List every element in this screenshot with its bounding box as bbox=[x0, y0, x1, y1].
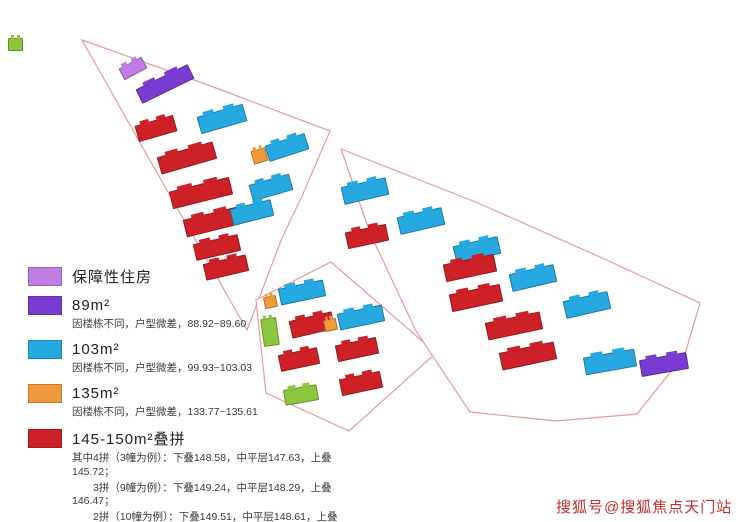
building-blue103 bbox=[508, 264, 558, 292]
building-purple89 bbox=[638, 351, 690, 378]
building-blue103 bbox=[582, 348, 638, 376]
legend-row: 保障性住房 bbox=[28, 266, 368, 287]
building-red145 bbox=[442, 253, 498, 283]
legend-note: 因楼栋不同，户型微差，88.92~89.60 bbox=[72, 318, 247, 330]
legend-note: 2拼（10幢为例）：下叠149.51，中平层148.61，上叠146.73； bbox=[92, 510, 338, 522]
legend-label: 89m² bbox=[72, 297, 111, 314]
legend: 保障性住房 89m² 因楼栋不同，户型微差，88.92~89.60 103m² 因楼栋不… bbox=[28, 266, 368, 522]
legend-item-purple89: 89m² 因楼栋不同，户型微差，88.92~89.60 bbox=[28, 296, 368, 331]
building-red145 bbox=[156, 141, 218, 175]
legend-note: 其中4拼（3幢为例）：下叠148.58，中平层147.63，上叠145.72； bbox=[72, 452, 332, 478]
building-blue103 bbox=[562, 291, 612, 319]
legend-row: 89m² bbox=[28, 296, 368, 315]
building-blue103 bbox=[196, 103, 248, 135]
legend-swatch-affordable bbox=[28, 267, 62, 286]
legend-row: 145-150m²叠拼 bbox=[28, 428, 368, 449]
legend-label: 135m² bbox=[72, 385, 120, 403]
legend-note: 因楼栋不同，户型微差，133.77~135.61 bbox=[72, 406, 258, 419]
building-green180 bbox=[8, 35, 23, 51]
legend-swatch-blue103 bbox=[28, 340, 62, 360]
building-red145 bbox=[448, 283, 504, 313]
building-blue103 bbox=[340, 177, 390, 205]
legend-swatch-orange135 bbox=[28, 384, 62, 404]
building-red145 bbox=[484, 311, 544, 341]
legend-swatch-purple89 bbox=[28, 296, 62, 315]
building-red145 bbox=[344, 223, 390, 250]
legend-row: 103m² bbox=[28, 340, 368, 360]
watermark-text: 搜狐号@搜狐焦点天门站 bbox=[556, 499, 733, 516]
building-red145 bbox=[498, 341, 558, 371]
building-affordable bbox=[118, 56, 148, 81]
legend-note: 因楼栋不同，户型微差，99.93~103.03 bbox=[72, 362, 253, 375]
building-blue103 bbox=[248, 173, 294, 202]
legend-label: 145-150m²叠拼 bbox=[72, 431, 186, 449]
legend-item-orange135: 135m² 因楼栋不同，户型微差，133.77~135.61 bbox=[28, 384, 368, 419]
building-blue103 bbox=[264, 132, 310, 163]
legend-label: 103m² bbox=[72, 341, 120, 359]
building-purple89 bbox=[135, 64, 195, 104]
legend-item-blue103: 103m² 因楼栋不同，户型微差，99.93~103.03 bbox=[28, 340, 368, 375]
building-blue103 bbox=[396, 207, 446, 235]
legend-item-affordable: 保障性住房 bbox=[28, 266, 368, 287]
legend-row: 135m² bbox=[28, 384, 368, 404]
building-blue103 bbox=[229, 199, 275, 226]
building-red145 bbox=[134, 114, 178, 143]
legend-swatch-red145 bbox=[28, 429, 62, 449]
legend-item-red145: 145-150m²叠拼其中4拼（3幢为例）：下叠148.58，中平层147.63… bbox=[28, 428, 368, 522]
legend-label: 保障性住房 bbox=[72, 269, 153, 286]
building-red145 bbox=[168, 176, 234, 210]
legend-note: 3拼（9幢为例）：下叠149.24，中平层148.29，上叠146.47； bbox=[72, 481, 332, 507]
